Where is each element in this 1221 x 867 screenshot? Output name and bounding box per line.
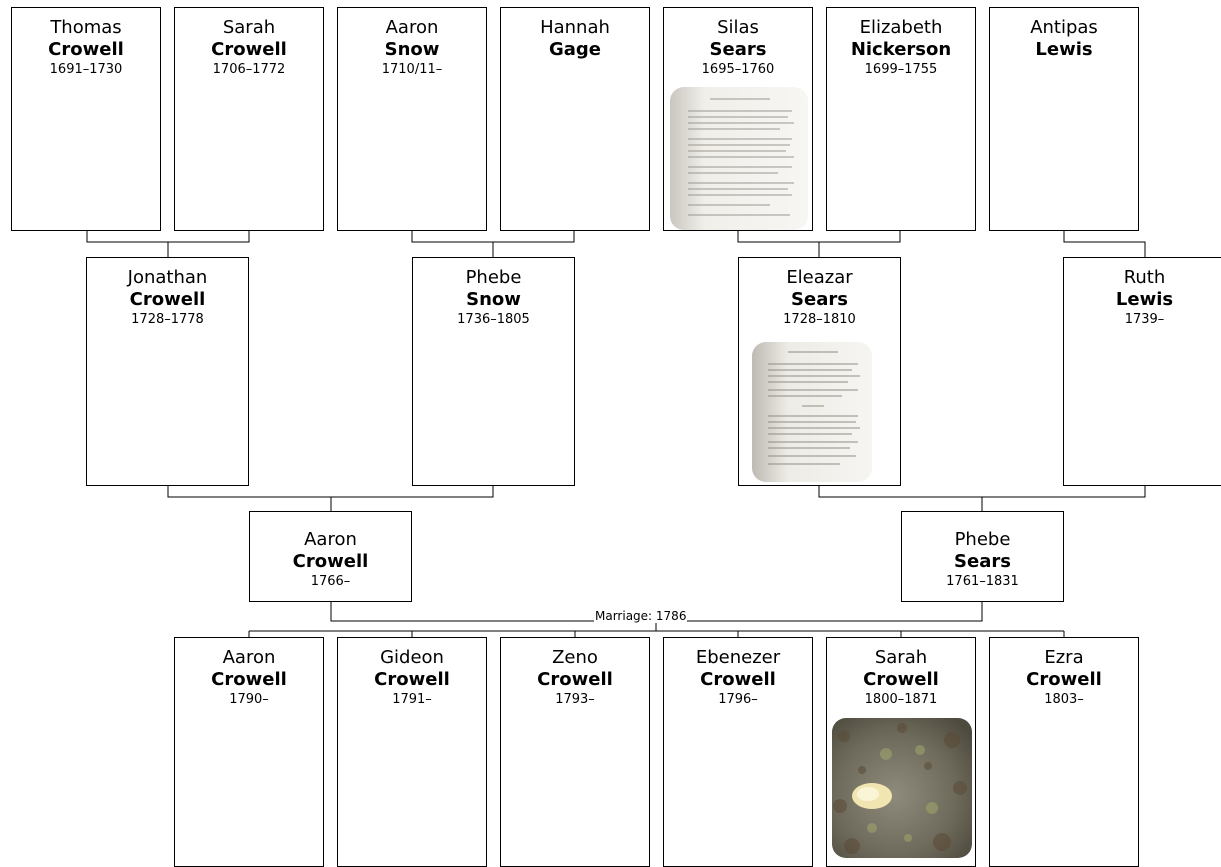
surname: Crowell <box>292 551 369 572</box>
given-name: Aaron <box>222 647 276 668</box>
surname: Crowell <box>129 289 206 310</box>
given-name: Sarah <box>874 647 928 668</box>
life-dates: 1736–1805 <box>457 312 530 327</box>
person-antipas-lewis[interactable]: Antipas Lewis <box>989 7 1139 231</box>
person-child-zeno-crowell[interactable]: Zeno Crowell 1793– <box>500 637 650 867</box>
life-dates: 1793– <box>555 692 595 707</box>
life-dates: 1728–1778 <box>131 312 204 327</box>
given-name: Eleazar <box>786 267 853 288</box>
life-dates: 1796– <box>718 692 758 707</box>
connector-line <box>818 485 1146 498</box>
surname: Crowell <box>211 669 287 690</box>
given-name: Zeno <box>552 647 598 668</box>
connector-line <box>167 485 494 498</box>
given-name: Ruth <box>1123 267 1166 288</box>
life-dates: 1706–1772 <box>212 62 286 77</box>
surname: Crowell <box>1026 669 1102 690</box>
surname: Snow <box>466 289 521 310</box>
connector-line <box>86 230 250 243</box>
person-child-ebenezer-crowell[interactable]: Ebenezer Crowell 1796– <box>663 637 813 867</box>
given-name: Silas <box>717 17 759 38</box>
life-dates: 1728–1810 <box>783 312 856 327</box>
surname: Sears <box>709 39 767 60</box>
document-thumbnail[interactable] <box>752 342 872 482</box>
document-thumbnail[interactable] <box>670 87 808 230</box>
person-silas-sears[interactable]: Silas Sears 1695–1760 <box>663 7 813 231</box>
surname: Crowell <box>211 39 287 60</box>
person-sarah-crowell[interactable]: Sarah Crowell 1706–1772 <box>174 7 324 231</box>
life-dates: 1803– <box>1044 692 1084 707</box>
surname: Crowell <box>48 39 124 60</box>
life-dates: 1791– <box>392 692 432 707</box>
life-dates: 1695–1760 <box>701 62 775 77</box>
given-name: Aaron <box>385 17 439 38</box>
given-name: Aaron <box>304 529 357 550</box>
marriage-label: Marriage: 1786 <box>594 609 688 623</box>
person-child-gideon-crowell[interactable]: Gideon Crowell 1791– <box>337 637 487 867</box>
surname: Lewis <box>1035 39 1093 60</box>
life-dates: 1739– <box>1124 312 1165 327</box>
person-hannah-gage[interactable]: Hannah Gage <box>500 7 650 231</box>
person-thomas-crowell[interactable]: Thomas Crowell 1691–1730 <box>11 7 161 231</box>
given-name: Antipas <box>1030 17 1098 38</box>
person-jonathan-crowell[interactable]: Jonathan Crowell 1728–1778 <box>86 257 249 486</box>
given-name: Sarah <box>222 17 276 38</box>
person-ruth-lewis[interactable]: Ruth Lewis 1739– <box>1063 257 1221 486</box>
given-name: Thomas <box>50 17 122 38</box>
life-dates: 1691–1730 <box>49 62 123 77</box>
given-name: Hannah <box>540 17 610 38</box>
surname: Sears <box>954 551 1011 572</box>
person-phebe-sears[interactable]: Phebe Sears 1761–1831 <box>901 511 1064 602</box>
person-aaron-snow[interactable]: Aaron Snow 1710/11– <box>337 7 487 231</box>
surname: Crowell <box>374 669 450 690</box>
surname: Nickerson <box>850 39 952 60</box>
person-aaron-crowell[interactable]: Aaron Crowell 1766– <box>249 511 412 602</box>
gravestone-photo[interactable] <box>832 718 972 858</box>
given-name: Phebe <box>465 267 522 288</box>
connector-line <box>411 230 575 243</box>
given-name: Jonathan <box>127 267 208 288</box>
surname: Crowell <box>537 669 613 690</box>
connector-line <box>737 230 901 243</box>
surname: Crowell <box>863 669 939 690</box>
person-phebe-snow[interactable]: Phebe Snow 1736–1805 <box>412 257 575 486</box>
surname: Crowell <box>700 669 776 690</box>
surname: Snow <box>384 39 440 60</box>
surname: Gage <box>548 39 601 60</box>
given-name: Ezra <box>1044 647 1084 668</box>
given-name: Phebe <box>954 529 1011 550</box>
person-child-aaron-crowell[interactable]: Aaron Crowell 1790– <box>174 637 324 867</box>
life-dates: 1699–1755 <box>864 62 938 77</box>
life-dates: 1790– <box>229 692 269 707</box>
life-dates: 1761–1831 <box>946 574 1019 589</box>
surname: Sears <box>791 289 848 310</box>
person-elizabeth-nickerson[interactable]: Elizabeth Nickerson 1699–1755 <box>826 7 976 231</box>
life-dates: 1766– <box>310 574 351 589</box>
person-child-ezra-crowell[interactable]: Ezra Crowell 1803– <box>989 637 1139 867</box>
life-dates: 1800–1871 <box>864 692 938 707</box>
surname: Lewis <box>1115 289 1174 310</box>
person-eleazar-sears[interactable]: Eleazar Sears 1728–1810 <box>738 257 901 486</box>
given-name: Gideon <box>380 647 444 668</box>
connector-line <box>1063 230 1146 258</box>
given-name: Ebenezer <box>695 647 781 668</box>
person-child-sarah-crowell[interactable]: Sarah Crowell 1800–1871 <box>826 637 976 867</box>
life-dates: 1710/11– <box>381 62 443 77</box>
given-name: Elizabeth <box>859 17 943 38</box>
